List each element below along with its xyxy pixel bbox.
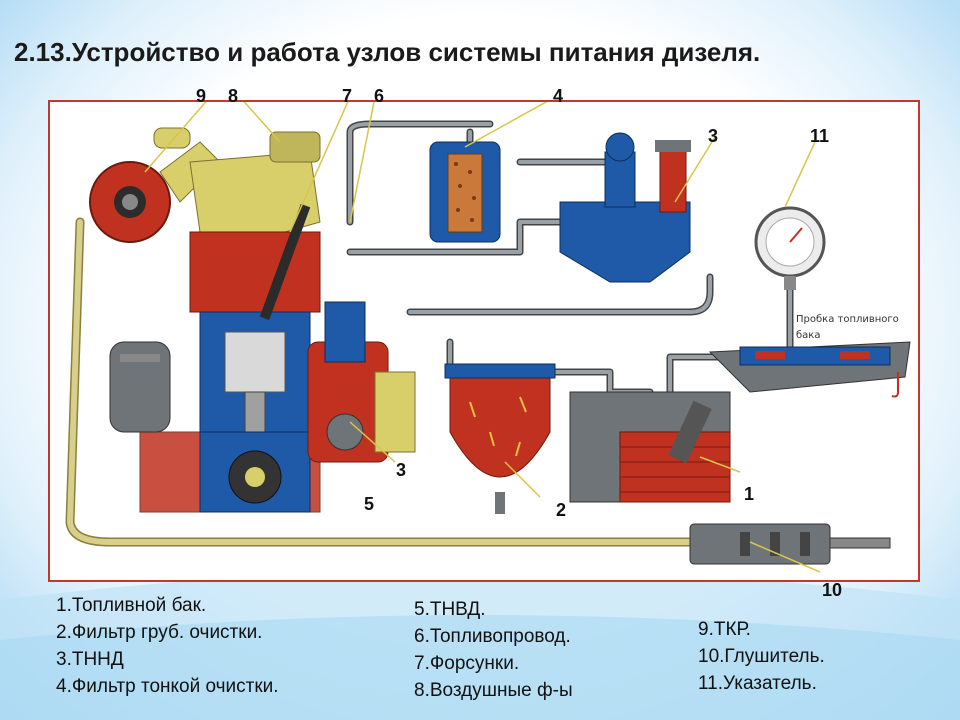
legend-column-1: 1.Топливной бак. 2.Фильтр груб. очистки.… — [56, 592, 279, 700]
legend-item: 9.ТКР. — [698, 619, 751, 640]
callout-5: 5 — [364, 494, 375, 514]
callout-8: 8 — [228, 86, 239, 106]
callout-6: 6 — [374, 86, 385, 106]
fuel-gauge — [754, 206, 826, 290]
legend-item: 4.Фильтр тонкой очистки. — [56, 676, 279, 697]
callout-11: 11 — [810, 126, 830, 146]
callout-1: 1 — [744, 484, 755, 504]
fuel-tank-cap — [708, 341, 911, 398]
fuel-system-diagram: Пробка топливного бака — [48, 100, 920, 582]
high-pressure-pump — [307, 301, 416, 463]
coarse-filter — [444, 363, 556, 514]
slide-title: 2.13.Устройство и работа узлов системы п… — [14, 37, 761, 67]
fuel-pipes — [65, 120, 794, 547]
engine-block — [109, 231, 321, 513]
primer-pump — [559, 132, 691, 283]
callout-7: 7 — [342, 86, 353, 106]
callout-10: 10 — [822, 580, 843, 600]
callout-2: 2 — [556, 500, 567, 520]
legend-item: 2.Фильтр груб. очистки. — [56, 622, 263, 643]
fuel-tank — [569, 391, 731, 503]
callout-lines — [144, 102, 821, 573]
legend-item: 11.Указатель. — [698, 673, 817, 694]
legend-item: 3.ТННД — [56, 649, 124, 670]
legend-item: 1.Топливной бак. — [56, 595, 207, 616]
legend-item: 7.Форсунки. — [414, 653, 520, 674]
callout-3-top: 3 — [708, 126, 719, 146]
legend-column-3: 9.ТКР. 10.Глушитель. 11.Указатель. — [698, 616, 825, 697]
legend-item: 8.Воздушные ф-ы — [414, 680, 573, 701]
legend-column-2: 5.ТНВД. 6.Топливопровод. 7.Форсунки. 8.В… — [414, 596, 573, 704]
legend-item: 6.Топливопровод. — [414, 626, 571, 647]
muffler — [689, 523, 891, 565]
legend-item: 10.Глушитель. — [698, 646, 825, 667]
fuel-tank-cap-label: Пробка топливного бака — [796, 314, 899, 341]
callout-4: 4 — [553, 86, 564, 106]
callout-3-mid: 3 — [396, 460, 407, 480]
callout-9: 9 — [196, 86, 207, 106]
turbocharger — [89, 127, 221, 243]
fine-filter — [429, 141, 501, 243]
injector — [259, 203, 311, 321]
air-intake — [189, 131, 321, 243]
legend-item: 5.ТНВД. — [414, 599, 486, 620]
